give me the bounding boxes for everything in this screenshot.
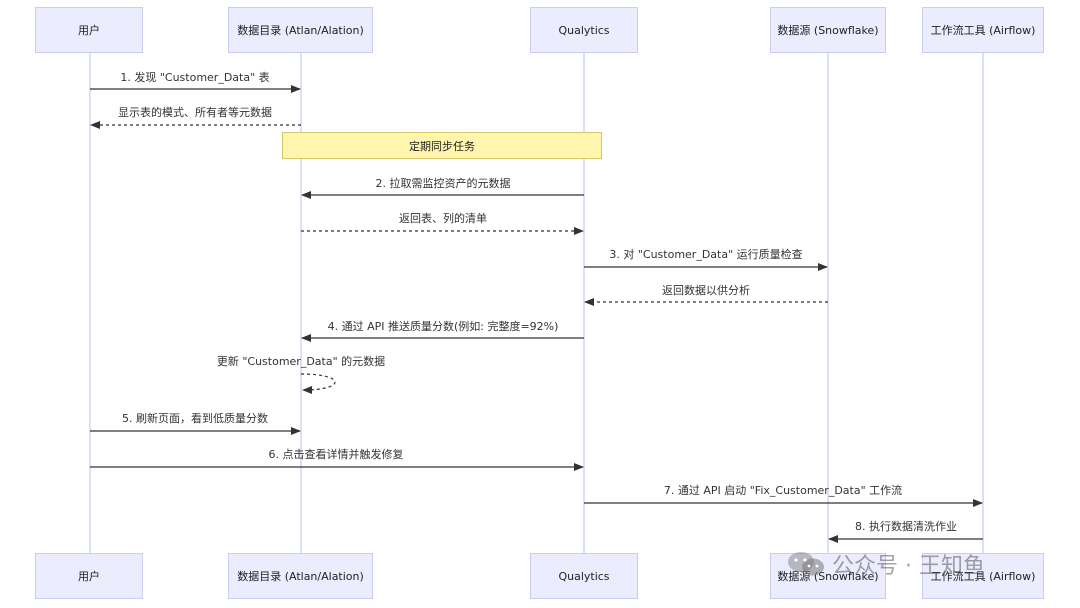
actor-label: Qualytics	[558, 569, 610, 583]
watermark-text: 公众号 · 王知鱼	[832, 554, 985, 579]
actor-label: 数据源 (Snowflake)	[777, 24, 879, 37]
watermark: 公众号 · 王知鱼	[786, 548, 985, 580]
note-text: 定期同步任务	[409, 139, 475, 153]
actor-label: 工作流工具 (Airflow)	[930, 570, 1036, 583]
actor-label: 数据源 (Snowflake)	[777, 570, 879, 583]
message-label-11: 7. 通过 API 启动 "Fix_Customer_Data" 工作流	[663, 484, 903, 497]
note-periodic-sync: 定期同步任务	[282, 132, 602, 159]
actor-catalog-top: 数据目录 (Atlan/Alation)	[228, 7, 373, 53]
actor-source-top: 数据源 (Snowflake)	[770, 7, 886, 53]
actor-label: 数据目录 (Atlan/Alation)	[237, 570, 364, 583]
wechat-icon	[788, 552, 824, 576]
actor-label: 数据目录 (Atlan/Alation)	[237, 24, 364, 37]
message-label-2: 显示表的模式、所有者等元数据	[118, 106, 272, 119]
actor-user-bottom: 用户	[35, 553, 143, 599]
actor-workflow-top: 工作流工具 (Airflow)	[922, 7, 1044, 53]
actor-label: 用户	[78, 570, 100, 583]
message-label-1: 1. 发现 "Customer_Data" 表	[120, 71, 270, 84]
actor-qualytics-bottom: Qualytics	[530, 553, 638, 599]
message-arrow-8	[300, 373, 336, 394]
actor-label: 用户	[78, 24, 100, 37]
actor-workflow-bottom: 工作流工具 (Airflow)	[922, 553, 1044, 599]
actor-qualytics-top: Qualytics	[530, 7, 638, 53]
message-label-10: 6. 点击查看详情并触发修复	[268, 448, 404, 461]
message-label-6: 返回数据以供分析	[662, 284, 750, 297]
actor-source-bottom: 数据源 (Snowflake)	[770, 553, 886, 599]
message-label-9: 5. 刷新页面，看到低质量分数	[122, 412, 268, 425]
message-label-4: 返回表、列的清单	[399, 212, 487, 225]
message-label-8: 更新 "Customer_Data" 的元数据	[216, 355, 386, 368]
actor-label: 工作流工具 (Airflow)	[930, 24, 1036, 37]
actor-user-top: 用户	[35, 7, 143, 53]
message-label-5: 3. 对 "Customer_Data" 运行质量检查	[609, 248, 803, 261]
message-label-7: 4. 通过 API 推送质量分数(例如: 完整度=92%)	[327, 320, 559, 333]
message-label-3: 2. 拉取需监控资产的元数据	[375, 177, 511, 190]
message-label-12: 8. 执行数据清洗作业	[855, 520, 957, 533]
actor-label: Qualytics	[558, 23, 610, 37]
actor-catalog-bottom: 数据目录 (Atlan/Alation)	[228, 553, 373, 599]
